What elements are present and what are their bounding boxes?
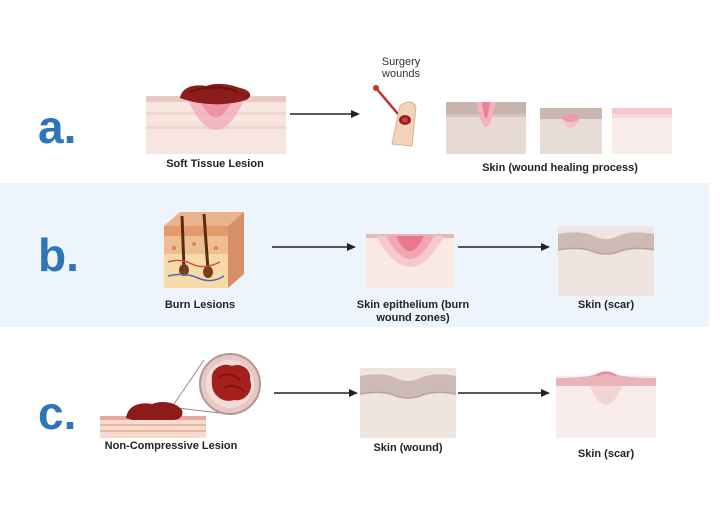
- arrow-c-2: [458, 389, 550, 397]
- arrow-b-1: [272, 243, 356, 251]
- soft-tissue-lesion-illustration: [146, 83, 286, 154]
- row-b-label: b.: [38, 229, 79, 281]
- surgery-wound-arm-illustration: [373, 85, 417, 147]
- healing-stage-1-illustration: [446, 102, 526, 154]
- non-compressive-lesion-caption: Non-Compressive Lesion: [104, 440, 238, 452]
- wound-skin-caption: Skin (wound): [373, 442, 443, 454]
- arrow-a-1: [290, 110, 360, 118]
- burn-scar-caption: Skin (scar): [577, 299, 635, 311]
- non-compressive-lesion-illustration: [100, 353, 261, 438]
- scar-skin-caption: Skin (scar): [577, 448, 635, 460]
- arrow-b-2: [458, 243, 550, 251]
- row-a-label: a.: [38, 101, 77, 153]
- wound-healing-caption: Skin (wound healing process): [482, 162, 638, 174]
- soft-tissue-lesion-caption: Soft Tissue Lesion: [166, 158, 264, 170]
- burn-wound-zones-illustration: [366, 234, 454, 288]
- surgery-wounds-note: Surgery wounds: [381, 56, 421, 80]
- healing-stage-2-illustration: [540, 108, 602, 154]
- arrow-c-1: [274, 389, 358, 397]
- wound-skin-illustration: [359, 368, 457, 438]
- row-c-label: c.: [38, 387, 77, 439]
- burn-lesions-caption: Burn Lesions: [164, 299, 236, 311]
- burn-wound-zones-caption: Skin epithelium (burn wound zones): [356, 299, 470, 324]
- burn-scar-skin-illustration: [557, 226, 655, 296]
- healing-stage-3-illustration: [612, 108, 672, 154]
- burn-lesion-skin-block-illustration: [164, 212, 244, 288]
- scar-skin-illustration: [556, 371, 656, 438]
